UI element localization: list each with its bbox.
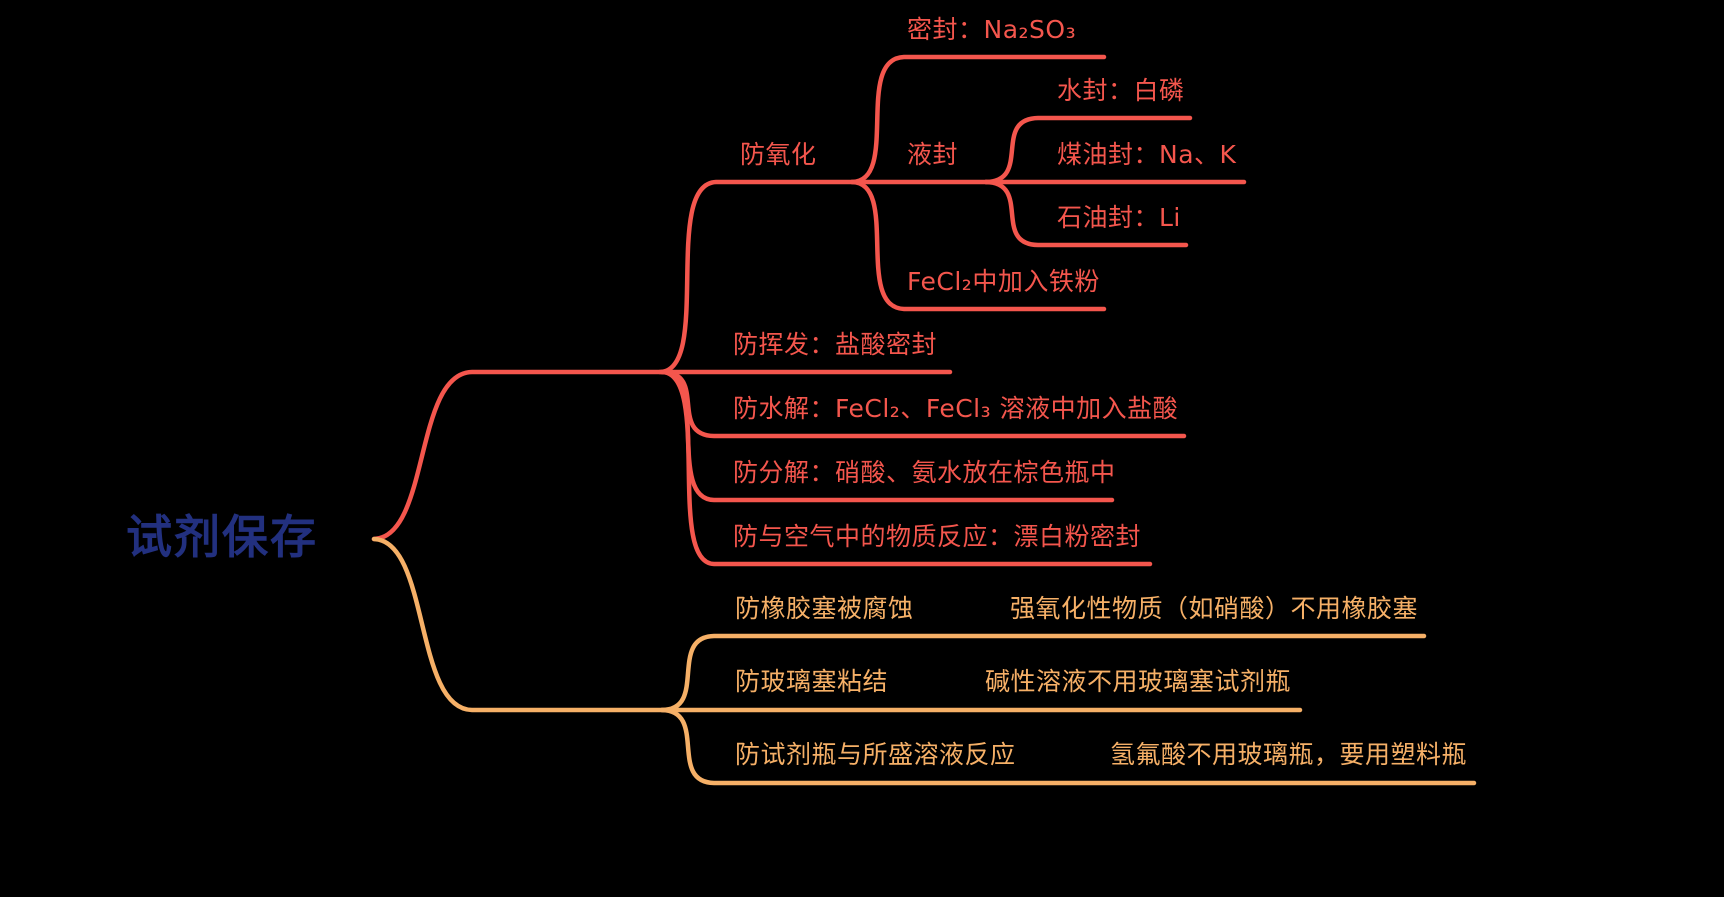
- node-anti-rubber-corrosion[interactable]: 防橡胶塞被腐蚀: [735, 594, 914, 623]
- branch-to-seal-na2so3: [849, 54, 1107, 185]
- branch-to-anti-bottle-reaction: [659, 707, 1477, 786]
- node-seal-na2so3[interactable]: 密封：Na₂SO₃: [907, 15, 1077, 44]
- node-anti-glass-sticking-note[interactable]: 碱性溶液不用玻璃塞试剂瓶: [985, 667, 1292, 696]
- branch-root-to-anti-glass-sticking: [371, 536, 1303, 713]
- node-anti-volatilization[interactable]: 防挥发：盐酸密封: [733, 330, 938, 359]
- node-anti-oxidation[interactable]: 防氧化: [740, 140, 817, 169]
- node-petroleum-seal[interactable]: 石油封：Li: [1057, 203, 1181, 232]
- node-anti-bottle-reaction-note[interactable]: 氢氟酸不用玻璃瓶，要用塑料瓶: [1110, 740, 1468, 769]
- branch-to-anti-oxidation: [657, 179, 989, 375]
- node-fecl2-iron-powder[interactable]: FeCl₂中加入铁粉: [907, 267, 1100, 296]
- root-node-title[interactable]: 试剂保存: [126, 510, 318, 564]
- node-anti-decomposition[interactable]: 防分解：硝酸、氨水放在棕色瓶中: [733, 458, 1116, 487]
- node-anti-rubber-corrosion-note[interactable]: 强氧化性物质（如硝酸）不用橡胶塞: [1010, 594, 1419, 623]
- node-water-seal[interactable]: 水封：白磷: [1057, 76, 1185, 105]
- branch-to-anti-rubber-corrosion: [659, 633, 1427, 713]
- node-anti-bottle-reaction[interactable]: 防试剂瓶与所盛溶液反应: [735, 740, 1016, 769]
- branch-root-to-anti-volatilization: [371, 369, 953, 542]
- branch-to-petroleum-seal: [983, 179, 1189, 248]
- node-kerosene-seal[interactable]: 煤油封：Na、K: [1057, 140, 1237, 169]
- node-liquid-seal[interactable]: 液封: [907, 140, 959, 169]
- node-anti-air-reaction[interactable]: 防与空气中的物质反应：漂白粉密封: [733, 522, 1142, 551]
- branch-to-anti-air-reaction: [659, 369, 1153, 567]
- branch-to-water-seal: [983, 115, 1193, 185]
- node-anti-hydrolysis[interactable]: 防水解：FeCl₂、FeCl₃ 溶液中加入盐酸: [733, 394, 1179, 423]
- branch-to-fecl2-iron-powder: [849, 179, 1107, 312]
- node-anti-glass-sticking[interactable]: 防玻璃塞粘结: [735, 667, 889, 696]
